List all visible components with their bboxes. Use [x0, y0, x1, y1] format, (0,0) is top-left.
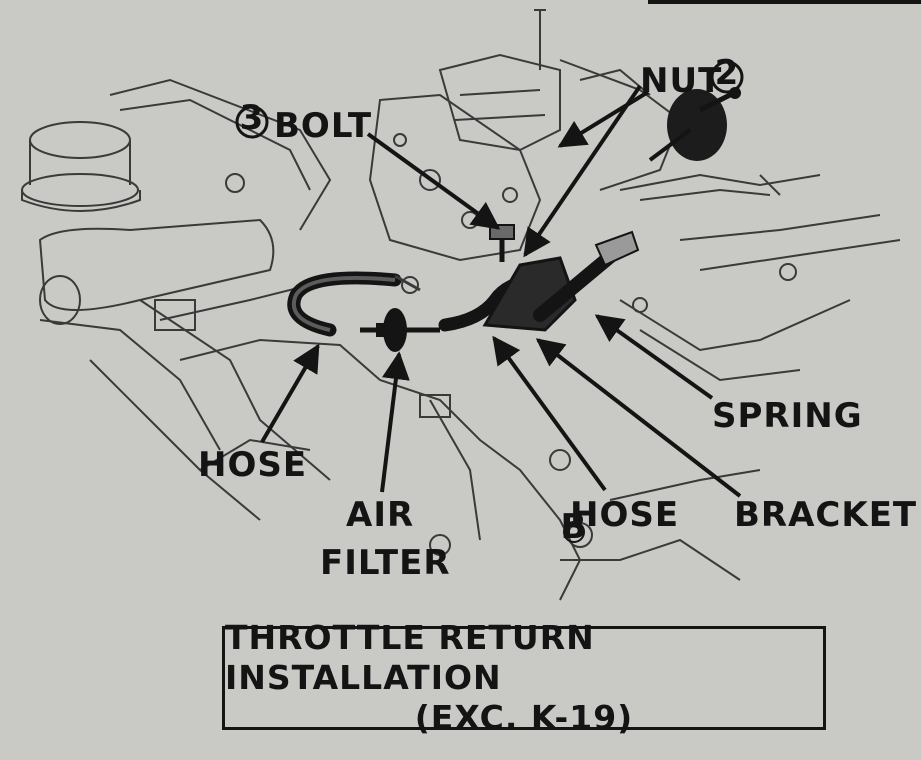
bolt-number: 3: [240, 98, 265, 138]
bracket-arrow: [535, 338, 742, 498]
caption-box: THROTTLE RETURN INSTALLATION (EXC. K-19): [222, 618, 826, 737]
throttle-return-parts: [287, 87, 742, 352]
bracket-label: BRACKET: [734, 495, 917, 535]
b-mark: B: [561, 507, 588, 547]
spring-label: SPRING: [712, 396, 863, 436]
hose-left-arrow: [260, 343, 320, 444]
caption-subtitle: (EXC. K-19): [414, 698, 634, 737]
caption-title: THROTTLE RETURN INSTALLATION: [225, 618, 595, 697]
air-filter-arrow: [380, 351, 410, 493]
nut-arrow: [523, 84, 642, 258]
nut-label: NUT: [640, 61, 722, 101]
bolt-part: [489, 224, 515, 262]
bolt-label: BOLT: [274, 106, 372, 146]
callout-labels: 3 BOLT NUT 2 SPRING BRACKET HOSE HOSE AI…: [198, 53, 917, 583]
air-filter-part: [360, 308, 440, 352]
spring-part: [533, 248, 619, 322]
nut-part: [648, 87, 742, 162]
nut-number: 2: [715, 53, 740, 93]
bolt-number-circle: [235, 105, 269, 139]
hose-left-label: HOSE: [198, 445, 307, 485]
engine-line-art: [21, 9, 901, 601]
leader-arrows: [260, 84, 742, 498]
air-label: AIR: [346, 495, 414, 535]
nut-number-circle: [710, 60, 744, 94]
spring-arrow: [594, 314, 714, 400]
filter-label: FILTER: [320, 543, 451, 583]
nut-arrow-2: [557, 90, 650, 148]
bolt-arrow: [366, 132, 501, 230]
hose-right-arrow: [492, 335, 607, 492]
b-mark-circle: [563, 521, 585, 543]
hose-right-label: HOSE: [570, 495, 679, 535]
